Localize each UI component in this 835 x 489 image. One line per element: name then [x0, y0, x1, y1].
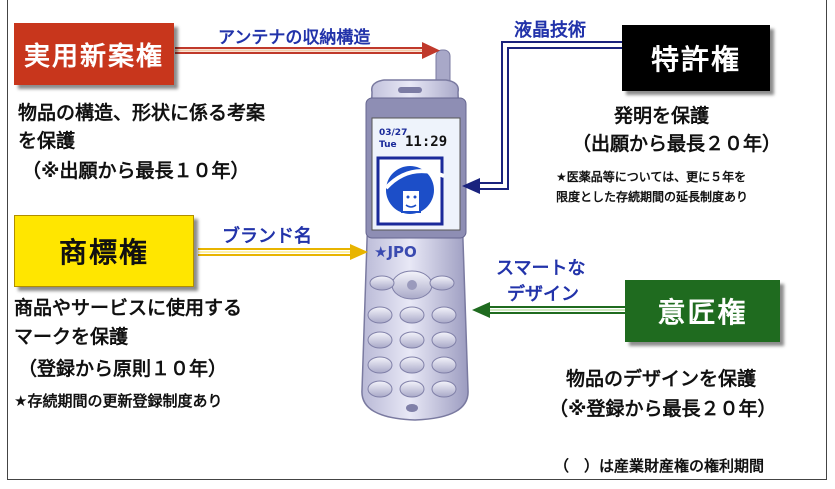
trademark-description-line1: 商品やサービスに使用する — [14, 297, 243, 319]
footnote: （ ）は産業財産権の権利期間 — [554, 457, 765, 475]
antenna-arrow-label: アンテナの収納構造 — [218, 28, 371, 48]
phone-day: Tue — [379, 140, 397, 150]
phone-keypad — [367, 306, 457, 412]
brand-arrow — [198, 244, 368, 260]
phone-side-key-right — [429, 275, 455, 291]
phone-earpiece — [398, 87, 422, 93]
smart-arrow-label-line1: スマートな — [496, 258, 586, 279]
utility-duration: （※出願から最長１０年） — [22, 160, 250, 182]
trademark-description-line2: マークを保護 — [14, 326, 129, 348]
diagram-frame — [7, 0, 827, 480]
trademark-right-box: 商標権 — [14, 215, 194, 287]
patent-note-line2: 限度とした存続期間の延長制度あり — [556, 190, 749, 204]
patent-note-line1: ★医薬品等については、更に５年を — [556, 170, 747, 184]
utility-description-line1: 物品の構造、形状に係る考案 — [18, 102, 266, 124]
smart-arrow-label-line2: デザイン — [507, 284, 579, 305]
design-description: 物品のデザインを保護 — [566, 368, 757, 390]
patent-right-label: 特許権 — [650, 43, 741, 76]
trademark-note: ★存続期間の更新登録制度あり — [14, 392, 223, 410]
antenna-arrow — [175, 42, 440, 59]
utility-model-right-label: 実用新案権 — [23, 41, 164, 72]
design-arrow — [472, 302, 625, 318]
lcd-arrow — [462, 41, 622, 194]
phone-brand-label: ★JPO — [374, 243, 417, 261]
utility-model-right-box: 実用新案権 — [14, 23, 174, 85]
design-duration: （※登録から最長２０年） — [549, 398, 777, 420]
phone-date: 03/27 — [379, 128, 408, 138]
design-right-box: 意匠権 — [625, 280, 780, 342]
trademark-right-label: 商標権 — [58, 236, 149, 269]
brand-arrow-label: ブランド名 — [222, 226, 312, 247]
phone-time: 11:29 — [405, 134, 448, 150]
design-right-label: 意匠権 — [657, 296, 748, 329]
patent-duration: （出願から最長２０年） — [572, 133, 782, 155]
patent-description: 発明を保護 — [614, 105, 710, 127]
trademark-duration: （登録から原則１０年） — [18, 358, 228, 380]
lcd-arrow-label: 液晶技術 — [514, 20, 586, 41]
utility-description-line2: を保護 — [18, 130, 76, 152]
phone-side-key-left — [369, 275, 395, 291]
patent-right-box: 特許権 — [622, 25, 770, 91]
